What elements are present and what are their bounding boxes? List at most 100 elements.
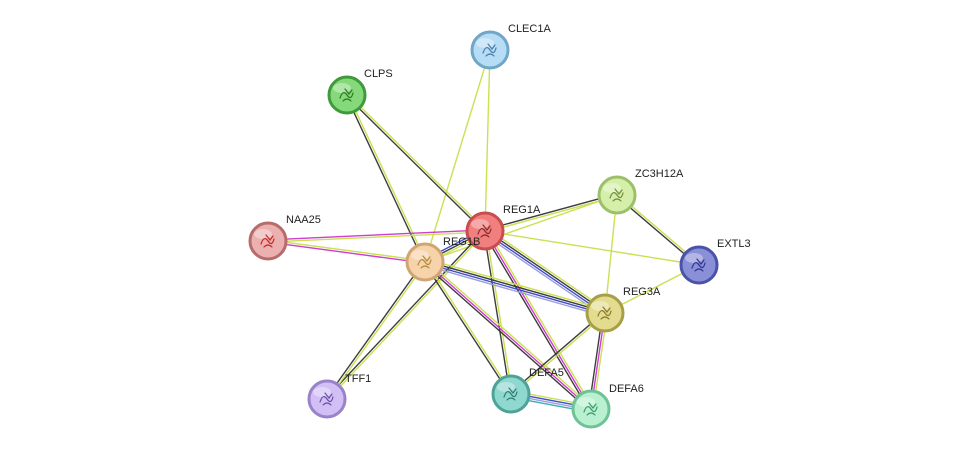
edge-clec1a-reg1a [484, 49, 491, 232]
node-defa6[interactable]: DEFA6 [571, 383, 644, 429]
edge-evidence-line [345, 95, 425, 263]
edge-evidence-line [327, 262, 427, 401]
edge-evidence-line [327, 231, 487, 401]
edge-evidence-line [267, 241, 425, 264]
edge-evidence-line [267, 229, 485, 241]
edge-reg1b-tff1 [325, 260, 427, 401]
node-highlight [333, 83, 351, 93]
node-highlight [685, 253, 703, 263]
edge-evidence-line [424, 49, 491, 263]
node-label: NAA25 [286, 214, 321, 226]
node-label: REG1B [443, 236, 480, 248]
edge-evidence-line [485, 229, 607, 313]
node-highlight [471, 219, 489, 229]
node-label: DEFA5 [529, 367, 564, 379]
node-highlight [254, 229, 272, 239]
node-highlight [497, 382, 515, 392]
protein-structure-icon [319, 392, 334, 406]
edge-evidence-line [423, 263, 591, 412]
protein-structure-icon [482, 43, 497, 57]
node-tff1[interactable]: TFF1 [307, 373, 371, 419]
node-reg1b[interactable]: REG1B [405, 236, 480, 282]
protein-structure-icon [609, 188, 624, 202]
edge-evidence-line [484, 49, 491, 232]
edge-evidence-line [425, 260, 606, 313]
edge-evidence-line [424, 262, 605, 315]
edge-evidence-line [325, 229, 485, 399]
edge-evidence-line [486, 229, 594, 409]
edge-evidence-line [425, 259, 593, 408]
protein-structure-icon [339, 88, 354, 102]
protein-structure-icon [691, 258, 706, 272]
node-defa5[interactable]: DEFA5 [491, 367, 564, 414]
edge-reg1b-defa6 [423, 259, 593, 412]
edge-evidence-line [482, 231, 590, 411]
edge-evidence-line [484, 230, 592, 410]
edge-zc3h12a-reg1b [424, 194, 618, 263]
node-extl3[interactable]: EXTL3 [679, 238, 751, 285]
protein-structure-icon [503, 387, 518, 401]
protein-structure-icon [583, 402, 598, 416]
node-label: CLPS [364, 68, 393, 80]
edge-zc3h12a-reg3a [604, 194, 618, 314]
node-label: REG1A [503, 204, 541, 216]
edge-evidence-line [483, 231, 605, 315]
node-highlight [603, 183, 621, 193]
node-clec1a[interactable]: CLEC1A [470, 23, 551, 70]
edge-evidence-line [486, 227, 608, 311]
protein-structure-icon [260, 234, 275, 248]
node-highlight [577, 397, 595, 407]
edge-evidence-line [424, 261, 592, 410]
node-label: TFF1 [345, 373, 371, 385]
edge-evidence-line [268, 239, 426, 262]
node-reg3a[interactable]: REG3A [585, 286, 661, 333]
protein-structure-icon [597, 306, 612, 320]
edge-evidence-line [424, 194, 618, 263]
protein-structure-icon [417, 255, 432, 269]
node-highlight [476, 38, 494, 48]
edge-reg1a-defa6 [482, 229, 594, 411]
edge-reg1a-naa25 [267, 229, 486, 243]
edge-evidence-line [484, 230, 700, 266]
node-highlight [313, 387, 331, 397]
edge-clps-reg1a [345, 93, 487, 233]
edge-evidence-line [347, 93, 487, 231]
edge-evidence-line [604, 194, 618, 314]
node-highlight [411, 250, 429, 260]
edge-evidence-line [509, 311, 605, 394]
edge-evidence-line [425, 261, 513, 394]
node-label: CLEC1A [508, 23, 551, 35]
edge-reg1a-extl3 [484, 230, 700, 266]
edge-evidence-line [482, 233, 604, 317]
node-zc3h12a[interactable]: ZC3H12A [597, 168, 684, 215]
protein-structure-icon [477, 224, 492, 238]
edge-evidence-line [511, 313, 607, 396]
node-label: EXTL3 [717, 238, 751, 250]
edge-evidence-line [485, 230, 513, 394]
node-naa25[interactable]: NAA25 [248, 214, 321, 261]
edge-evidence-line [325, 260, 425, 399]
edge-reg1a-reg3a [482, 227, 608, 317]
edge-reg1a-defa5 [483, 230, 513, 395]
edge-reg1b-reg3a [423, 258, 607, 317]
edge-evidence-line [483, 231, 511, 395]
edge-clec1a-reg1b [424, 49, 491, 263]
edge-naa25-reg1b [267, 239, 426, 264]
node-label: ZC3H12A [635, 168, 684, 180]
edge-reg3a-defa5 [509, 311, 607, 396]
edge-evidence-line [268, 231, 486, 243]
edge-reg1a-tff1 [325, 229, 487, 401]
node-highlight [591, 301, 609, 311]
node-label: REG3A [623, 286, 661, 298]
edge-evidence-line [425, 258, 607, 311]
node-clps[interactable]: CLPS [327, 68, 393, 115]
edge-reg1b-defa5 [423, 261, 513, 395]
edge-evidence-line [345, 95, 485, 233]
edge-evidence-line [423, 264, 605, 317]
edge-evidence-line [423, 262, 511, 395]
node-label: DEFA6 [609, 383, 644, 395]
node-reg1a[interactable]: REG1A [465, 204, 541, 251]
edge-evidence-line [484, 193, 617, 231]
